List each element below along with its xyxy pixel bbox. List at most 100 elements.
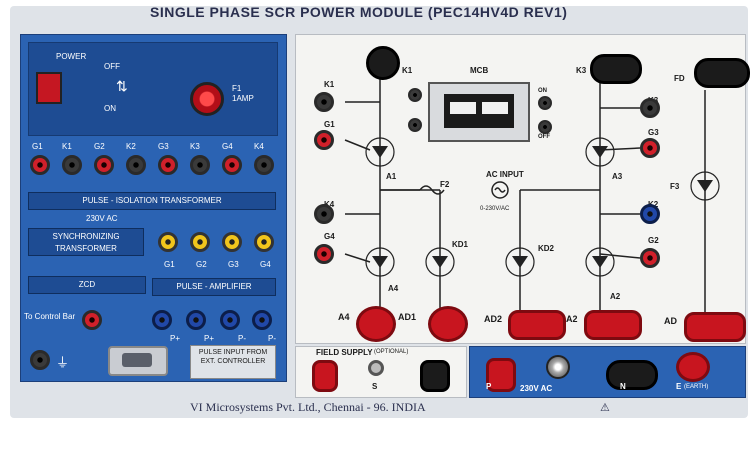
- g2-jack[interactable]: [94, 155, 114, 175]
- mcb-screw: [408, 118, 422, 132]
- mcb-screw: [408, 88, 422, 102]
- kd1-label: KD1: [452, 240, 469, 249]
- g4-label: G4: [324, 232, 335, 241]
- k4-jack-right[interactable]: [314, 204, 334, 224]
- k3-label: K3: [576, 66, 587, 75]
- gate-label: G3: [158, 142, 169, 151]
- neutral-terminal[interactable]: [606, 360, 658, 390]
- g3-jack-right[interactable]: [640, 138, 660, 158]
- amp-label: G2: [196, 260, 207, 269]
- mcb-breaker[interactable]: [428, 82, 530, 142]
- k2-jack-right[interactable]: [640, 204, 660, 224]
- k1-jack-right[interactable]: [314, 92, 334, 112]
- mcb-off-label: OFF: [538, 134, 550, 140]
- pulse-input-label-box: [190, 345, 276, 379]
- term-a2-label: A2: [566, 314, 578, 324]
- gate-label: K4: [254, 142, 264, 151]
- fuse-holder[interactable]: [190, 82, 224, 116]
- mcb-toggle[interactable]: [450, 102, 476, 114]
- g1-jack[interactable]: [30, 155, 50, 175]
- amp-label: G3: [228, 260, 239, 269]
- pulse-polarity-label: P-: [268, 334, 276, 343]
- manufacturer-footer: VI Microsystems Pvt. Ltd., Chennai - 96.…: [190, 400, 426, 414]
- a4-terminal[interactable]: [356, 306, 396, 342]
- amp-g4-jack[interactable]: [254, 232, 274, 252]
- earth-terminal[interactable]: [676, 352, 710, 382]
- term-a4-label: A4: [338, 312, 350, 322]
- power-on-label: ON: [104, 104, 116, 113]
- gate-label: K1: [62, 142, 72, 151]
- term-ad1-label: AD1: [398, 312, 417, 322]
- module-title: SINGLE PHASE SCR POWER MODULE (PEC14HV4D…: [150, 4, 568, 20]
- power-switch[interactable]: [36, 72, 62, 104]
- term-ad-label: AD: [664, 316, 677, 326]
- gate-label: K2: [126, 142, 136, 151]
- a2-label: A2: [610, 292, 621, 301]
- f3-label: F3: [670, 182, 680, 191]
- amp-g3-jack[interactable]: [222, 232, 242, 252]
- warning-icon: ⚠: [600, 402, 610, 414]
- k1-top-label: K1: [402, 66, 413, 75]
- gate-label: G2: [94, 142, 105, 151]
- power-off-label: OFF: [104, 62, 120, 71]
- field-switch[interactable]: [368, 360, 384, 376]
- k1-jack[interactable]: [62, 155, 82, 175]
- mcb-body: [444, 94, 514, 128]
- pulse-p3-jack[interactable]: [220, 310, 240, 330]
- g1-jack-right[interactable]: [314, 130, 334, 150]
- earth-note: (EARTH): [684, 384, 709, 390]
- k4-jack[interactable]: [254, 155, 274, 175]
- power-label: POWER: [56, 52, 87, 61]
- k3-jack[interactable]: [190, 155, 210, 175]
- a4-label: A4: [388, 284, 399, 293]
- k3-jack-right[interactable]: [640, 98, 660, 118]
- power-section: [28, 42, 278, 136]
- mcb-toggle[interactable]: [482, 102, 508, 114]
- control-bar-label: To Control Bar: [24, 312, 76, 321]
- g3-label: G3: [648, 128, 659, 137]
- g2-label: G2: [648, 236, 659, 245]
- ad1-terminal[interactable]: [428, 306, 468, 342]
- field-positive-terminal[interactable]: [312, 360, 338, 392]
- fd-terminal[interactable]: [694, 58, 750, 88]
- amp-g1-jack[interactable]: [158, 232, 178, 252]
- g4-jack[interactable]: [222, 155, 242, 175]
- phase-terminal[interactable]: [486, 358, 516, 392]
- k2-jack[interactable]: [126, 155, 146, 175]
- f2-label: F2: [440, 180, 450, 189]
- gate-label: G4: [222, 142, 233, 151]
- amp-g2-jack[interactable]: [190, 232, 210, 252]
- pulse-p2-jack[interactable]: [186, 310, 206, 330]
- ground-icon: ⏚: [56, 355, 70, 370]
- g3-jack[interactable]: [158, 155, 178, 175]
- amp-label: G1: [164, 260, 175, 269]
- field-switch-label: S: [372, 382, 378, 391]
- g1-label: G1: [324, 120, 335, 129]
- kd2-label: KD2: [538, 244, 555, 253]
- control-bar-jack[interactable]: [82, 310, 102, 330]
- pulse-p4-jack[interactable]: [252, 310, 272, 330]
- fuse-rating-label: 1AMP: [232, 94, 254, 103]
- fd-label: FD: [674, 74, 685, 83]
- updown-arrow-icon: ⇅: [116, 78, 128, 94]
- term-ad2-label: AD2: [484, 314, 503, 324]
- db9-connector[interactable]: [108, 346, 168, 376]
- g2-jack-right[interactable]: [640, 248, 660, 268]
- ad-terminal[interactable]: [684, 312, 746, 342]
- field-negative-terminal[interactable]: [420, 360, 450, 392]
- neutral-label: N: [620, 382, 626, 391]
- ground-jack[interactable]: [30, 350, 50, 370]
- a2-terminal[interactable]: [584, 310, 642, 340]
- ac-value-label: 0-230V/AC: [480, 206, 510, 212]
- pulse-p1-jack[interactable]: [152, 310, 172, 330]
- field-supply-label: FIELD SUPPLY: [316, 348, 373, 357]
- k1-terminal[interactable]: [366, 46, 400, 80]
- mcb-on-label: ON: [538, 88, 547, 94]
- a1-label: A1: [386, 172, 397, 181]
- ac230-label: 230V AC: [86, 214, 118, 223]
- ad2-terminal[interactable]: [508, 310, 566, 340]
- pulse-isolation-block: PULSE - ISOLATION TRANSFORMER: [28, 192, 276, 210]
- g4-jack-right[interactable]: [314, 244, 334, 264]
- k3-terminal[interactable]: [590, 54, 642, 84]
